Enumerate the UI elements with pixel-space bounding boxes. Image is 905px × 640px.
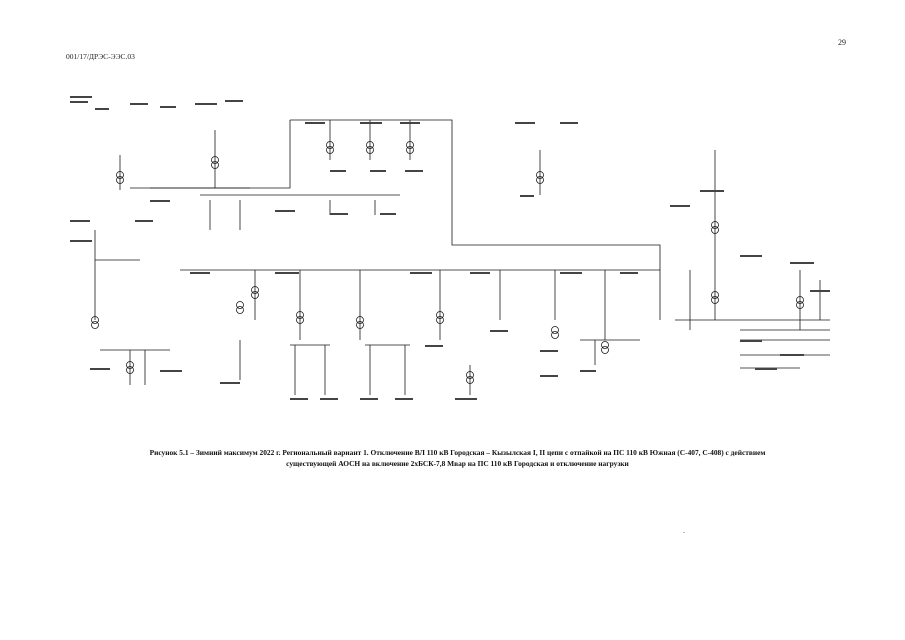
- caption-line-1: Рисунок 5.1 – Зимний максимум 2022 г. Ре…: [149, 448, 766, 457]
- caption-line-2: существующей АОСН на включение 2хБСК-7,8…: [286, 459, 629, 468]
- figure-caption: Рисунок 5.1 – Зимний максимум 2022 г. Ре…: [70, 447, 845, 469]
- document-code: 001/17/ДРЭС-ЭЭС.03: [66, 52, 135, 61]
- trunk-line-west: [150, 120, 291, 189]
- scan-artifact: [683, 532, 685, 533]
- trunk-line-north: [290, 119, 661, 320]
- page-number: 29: [838, 38, 846, 47]
